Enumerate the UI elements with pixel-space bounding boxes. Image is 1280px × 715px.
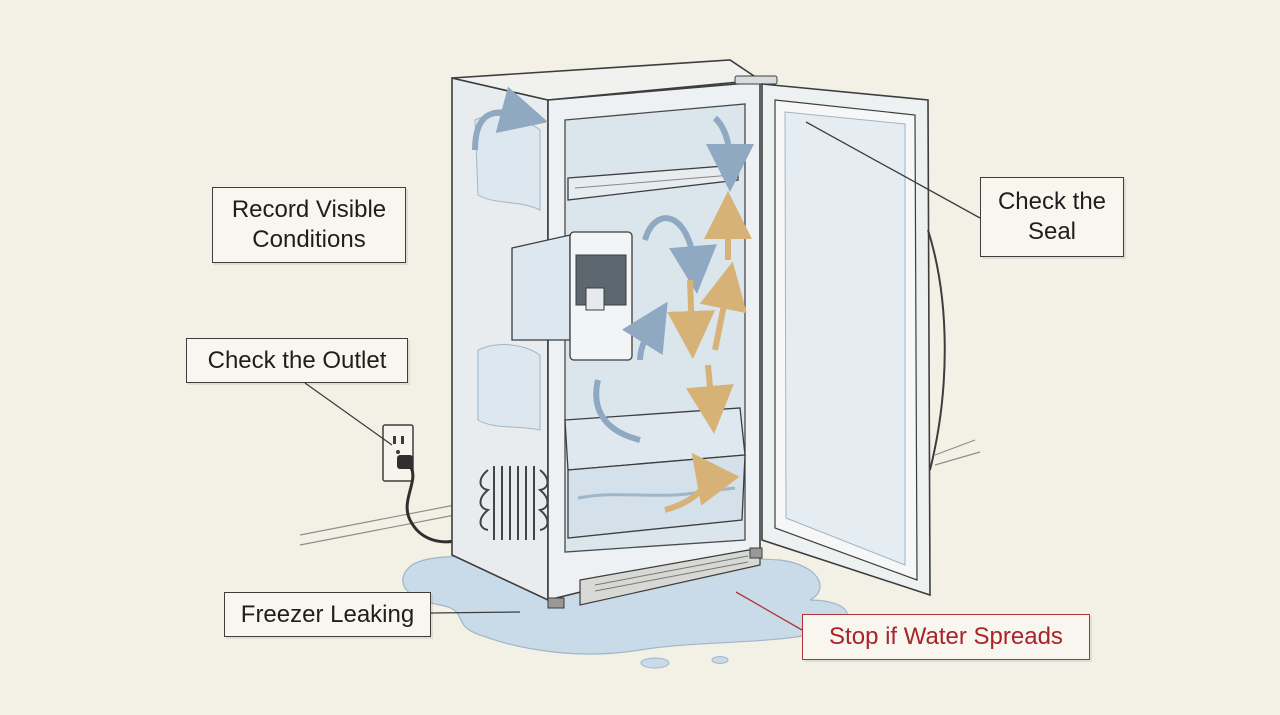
leader-stop <box>735 591 803 631</box>
leader-seal <box>805 121 981 219</box>
callout-stop-water: Stop if Water Spreads <box>802 614 1090 660</box>
airflow-arrow-icon <box>472 86 754 513</box>
callout-record-line2: Conditions <box>252 226 366 253</box>
callout-seal-line2: Seal <box>1027 218 1077 245</box>
leader-lines <box>304 121 981 631</box>
callout-freezer-leaking: Freezer Leaking <box>224 592 431 637</box>
condenser-coil-icon <box>479 466 549 540</box>
freezer-door <box>761 83 946 597</box>
callout-stop-text: Stop if Water Spreads <box>829 623 1063 650</box>
ice-dispenser-icon <box>511 231 633 361</box>
bottom-bin <box>564 407 746 539</box>
callout-check-seal: Check the Seal <box>980 177 1124 257</box>
callout-record-line1: Record Visible <box>231 196 387 223</box>
leader-outlet <box>304 382 393 446</box>
leader-leak <box>430 611 521 614</box>
callout-record-conditions: Record Visible Conditions <box>212 187 406 263</box>
callout-check-outlet: Check the Outlet <box>186 338 408 383</box>
callout-seal-line1: Check the <box>997 188 1107 215</box>
callout-outlet-text: Check the Outlet <box>207 346 387 374</box>
side-frost <box>474 114 541 431</box>
plug-icon <box>397 455 461 544</box>
wall-baseboard <box>299 439 981 546</box>
callout-leak-text: Freezer Leaking <box>240 600 415 628</box>
outlet-icon <box>382 424 414 482</box>
